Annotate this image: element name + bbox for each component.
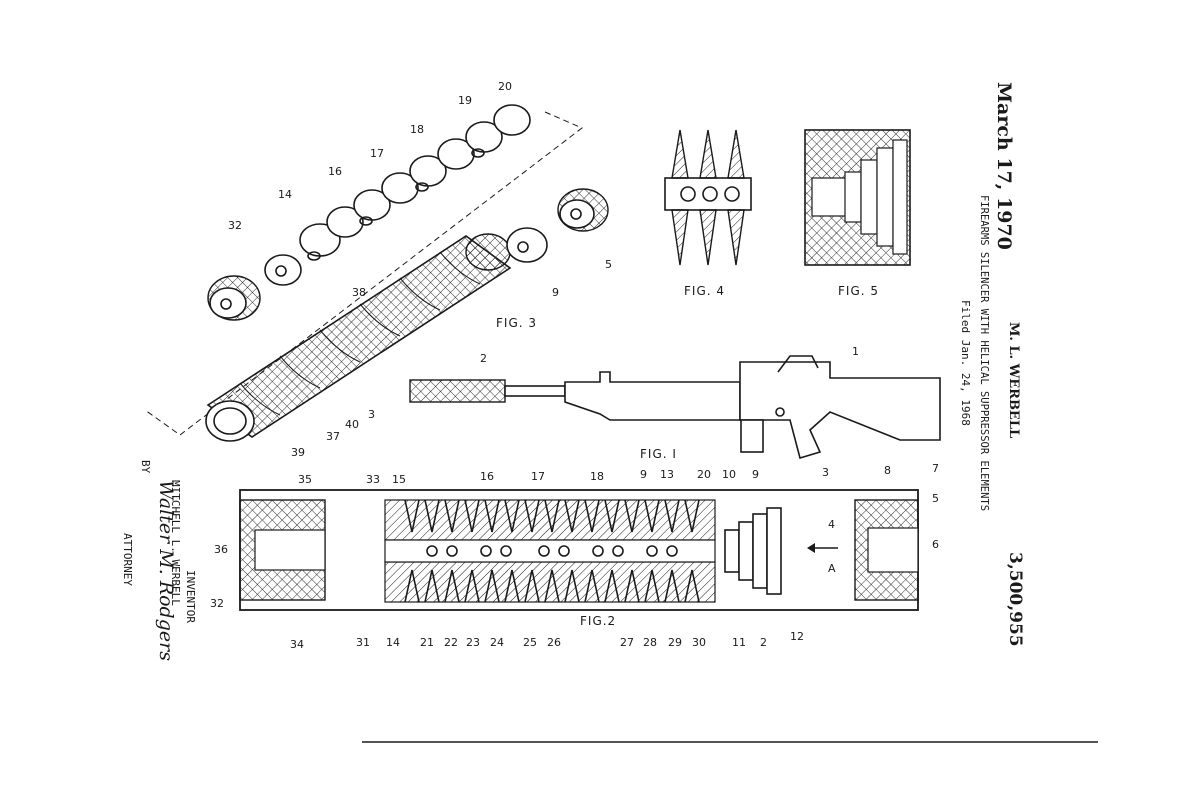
fig5-label: FIG. 5	[838, 284, 879, 298]
ref-numeral-7: 7	[932, 462, 939, 475]
fig2-refs-left: 36 32	[210, 543, 228, 610]
fig2-label: FIG.2	[580, 614, 616, 628]
ref-numeral-32: 32	[210, 597, 224, 610]
fig3-knurled-tube	[205, 233, 512, 442]
ref-39-fig3: 39	[291, 446, 305, 459]
ref-numeral-9: 9	[752, 468, 759, 481]
ref-numeral-2: 2	[760, 636, 767, 649]
ref-37-fig3: 37	[326, 430, 340, 443]
ref-numeral-27: 27	[620, 636, 634, 649]
ref-numeral-36: 36	[214, 543, 228, 556]
ref-numeral-35: 35	[298, 473, 312, 486]
ref-numeral-14: 14	[386, 636, 400, 649]
fig1-label: FIG. I	[640, 447, 677, 461]
ref-numeral-11: 11	[732, 636, 746, 649]
ref-numeral-5: 5	[932, 492, 939, 505]
fig2-refs-bottom: 34 31 14 21 22 23 24 25 26 27 28 29 30 1…	[290, 630, 804, 651]
ref-numeral-28: 28	[643, 636, 657, 649]
ref-20-fig3: 20	[498, 80, 512, 93]
fig2-bore-ports	[426, 545, 678, 557]
inventor-name: MITCHELL L. WERBELL	[169, 480, 182, 606]
ref-16-fig3: 16	[328, 165, 342, 178]
fig3-end-caps	[207, 188, 609, 321]
ref-numeral-16: 16	[480, 470, 494, 483]
patent-header: March 17, 1970 M. L. WERBELL 3,500,955 F…	[959, 82, 1025, 647]
ref-numeral-24: 24	[490, 636, 504, 649]
patent-inventor-header: M. L. WERBELL	[1006, 322, 1021, 438]
ref-numeral-33: 33	[366, 473, 380, 486]
ref-numeral-9: 9	[640, 468, 647, 481]
ref-14-fig3: 14	[278, 188, 292, 201]
ref-18-fig3: 18	[410, 123, 424, 136]
ref-19-fig3: 19	[458, 94, 472, 107]
fig3-label: FIG. 3	[496, 316, 537, 330]
ref-4: 4	[828, 518, 835, 531]
ref-numeral-23: 23	[466, 636, 480, 649]
inventor-role: INVENTOR	[184, 570, 197, 623]
ref-numeral-6: 6	[932, 538, 939, 551]
ref-38-fig3: 38	[352, 286, 366, 299]
signature-block: INVENTOR MITCHELL L. WERBELL BY Walter M…	[121, 460, 197, 661]
ref-numeral-12: 12	[790, 630, 804, 643]
ref-numeral-20: 20	[697, 468, 711, 481]
fig3-helical-elements	[299, 104, 531, 261]
ref-1: 1	[852, 345, 859, 358]
ref-numeral-3: 3	[822, 466, 829, 479]
ref-5-fig3: 5	[605, 258, 612, 271]
figure-4: FIG. 4	[664, 129, 752, 298]
ref-32-fig3: 32	[228, 219, 242, 232]
ref-40-fig3: 40	[345, 418, 359, 431]
ref-numeral-25: 25	[523, 636, 537, 649]
fig4-label: FIG. 4	[684, 284, 725, 298]
ref-numeral-26: 26	[547, 636, 561, 649]
ref-numeral-29: 29	[668, 636, 682, 649]
ref-3-fig3: 3	[368, 408, 375, 421]
ref-A: A	[828, 562, 836, 575]
attorney-role: ATTORNEY	[121, 533, 134, 586]
figure-2-cross-section: FIG.2 4 A	[239, 489, 919, 628]
ref-numeral-34: 34	[290, 638, 304, 651]
attorney-signature: Walter M. Rodgers	[155, 480, 177, 661]
patent-date: March 17, 1970	[993, 82, 1015, 250]
ref-numeral-15: 15	[392, 473, 406, 486]
ref-numeral-31: 31	[356, 636, 370, 649]
ref-9-fig3: 9	[552, 286, 559, 299]
ref-numeral-17: 17	[531, 470, 545, 483]
fig2-refs-top: 35 33 15 16 17 18 9 13 20 10 9 3 8 7 5 6	[298, 462, 939, 551]
figure-3: FIG. 3 20 19 18 17 16 14 32 5 9 38 3 40 …	[144, 80, 612, 459]
ref-17-fig3: 17	[370, 147, 384, 160]
ref-numeral-21: 21	[420, 636, 434, 649]
patent-title: FIREARMS SILENCER WITH HELICAL SUPPRESSO…	[978, 195, 990, 511]
patent-number: 3,500,955	[1005, 552, 1025, 647]
patent-filed-date: Filed Jan. 24, 1968	[959, 300, 972, 426]
figure-1-rifle: FIG. I 1 2	[409, 345, 941, 461]
ref-numeral-30: 30	[692, 636, 706, 649]
ref-numeral-8: 8	[884, 464, 891, 477]
figure-5: FIG. 5	[804, 129, 911, 298]
ref-numeral-18: 18	[590, 470, 604, 483]
by-label: BY	[139, 460, 152, 474]
ref-2-fig1: 2	[480, 352, 487, 365]
ref-numeral-13: 13	[660, 468, 674, 481]
ref-numeral-10: 10	[722, 468, 736, 481]
ref-numeral-22: 22	[444, 636, 458, 649]
